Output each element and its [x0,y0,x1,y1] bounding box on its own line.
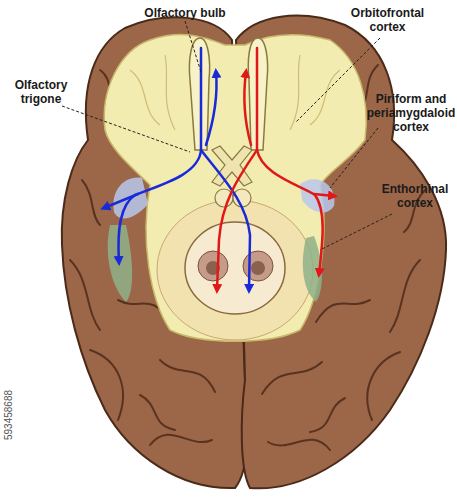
leader-line [62,106,190,152]
ventral-surface [104,35,366,342]
sulcus [140,395,175,430]
sulcus [367,352,400,420]
piriform-cortex [300,179,334,212]
sulcus [90,350,123,420]
watermark: 593458688 [2,370,16,440]
leader-line [185,21,201,72]
orbital-sulcus [165,55,175,130]
leader-line [330,128,378,188]
medial-temporal-area [157,200,313,340]
sulcus [160,360,215,392]
pathway-arrow [206,72,217,145]
pathway-arrow [217,150,257,290]
sulcus [310,398,345,432]
sulcus [82,180,100,225]
pathway-arrow [118,48,201,262]
orbital-sulcus [290,55,300,130]
sulcus [390,260,420,332]
sulcus [150,435,212,445]
sulcus [262,362,322,394]
structure-label: Piriform and periamygdaloid cortex [365,92,457,134]
sulcus [316,300,370,322]
pathway-arrow [314,194,334,196]
sulcus [70,260,100,330]
sulcus [268,440,330,450]
structure-label: Enthorhinal cortex [375,182,455,210]
structure-label: Orbitofrontal cortex [340,6,435,34]
orbital-sulcus [130,70,160,125]
cerebral-peduncle [198,251,228,281]
leader-line [320,214,392,250]
olfactory-bulb [189,38,209,150]
structure-label: Olfactory trigone [4,78,78,106]
brainstem [185,222,285,314]
pathway-arrow [257,48,323,274]
cerebral-peduncle [243,251,273,281]
structure-label: Olfactory bulb [125,6,245,20]
peduncle-core [251,261,265,275]
orbital-sulcus [310,70,340,125]
pathway-arrow [104,194,138,208]
pathway-arrow [244,72,251,145]
